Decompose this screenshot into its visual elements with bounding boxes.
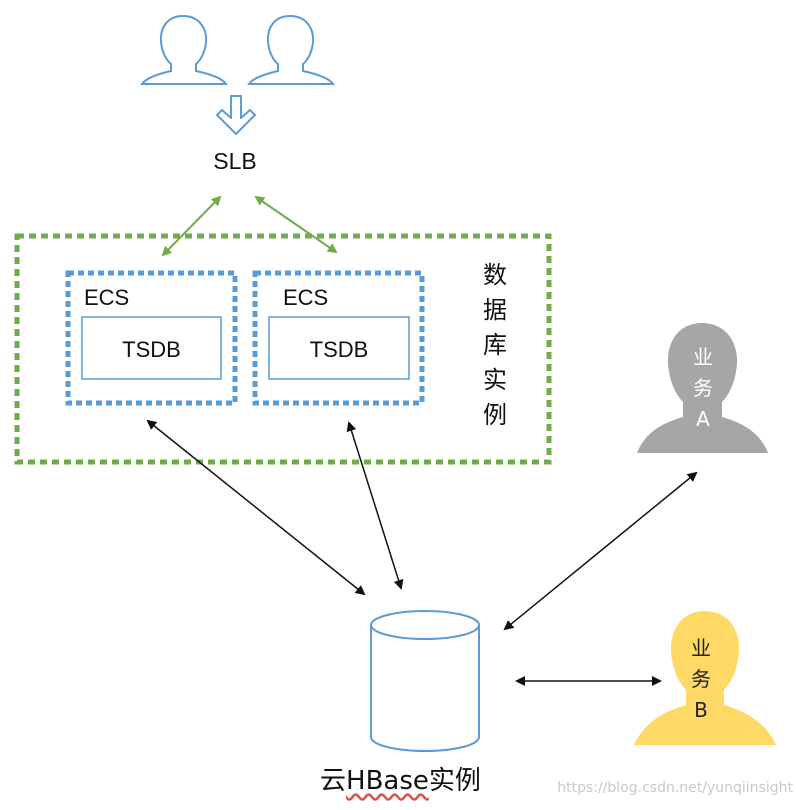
business-b-label: 业 务 B <box>676 633 726 726</box>
ecs-box-1 <box>65 270 238 406</box>
db-instance-label: 数 据 库 实 例 <box>478 258 512 433</box>
business-b-person-icon <box>634 611 776 745</box>
business-b-char: 务 <box>691 667 711 691</box>
business-a-char: 业 <box>693 345 713 369</box>
tsdb-box-2 <box>268 316 410 380</box>
business-b-char: B <box>694 698 708 722</box>
db-instance-char: 库 <box>483 331 507 359</box>
ecs-label-1: ECS <box>84 285 130 310</box>
db-instance-char: 例 <box>483 401 507 429</box>
hbase-prefix: 云 <box>320 766 347 796</box>
hbase-suffix: 实例 <box>428 766 481 796</box>
tsdb-box-1 <box>81 316 222 380</box>
db-instance-char: 实 <box>483 366 507 394</box>
ecs-label-2: ECS <box>283 285 329 310</box>
user-icon-right <box>247 14 335 85</box>
slb-link-right <box>254 195 338 254</box>
hbase-name: HBase <box>346 766 429 796</box>
bizA-hbase-link <box>503 471 698 631</box>
tsdb-label-1: TSDB <box>122 337 181 362</box>
watermark: https://blog.csdn.net/yunqiinsight <box>557 780 793 796</box>
ecs2-hbase-link <box>346 421 404 590</box>
db-instance-char: 数 <box>483 261 507 289</box>
business-a-label: 业 务 A <box>678 342 728 435</box>
down-arrow-icon <box>216 95 256 135</box>
tsdb-label-2: TSDB <box>309 337 369 362</box>
business-a-person-icon <box>637 323 768 453</box>
ecs1-hbase-link <box>146 419 366 596</box>
business-a-char: A <box>696 407 710 431</box>
hbase-instance-label: 云HBase实例 <box>320 760 560 797</box>
business-b-char: 业 <box>691 636 711 660</box>
db-instance-char: 据 <box>483 296 507 324</box>
user-icon-left <box>140 14 228 85</box>
slb-link-left <box>161 195 222 257</box>
slb-label: SLB <box>213 148 257 174</box>
database-cylinder-icon <box>370 610 480 752</box>
business-a-char: 务 <box>693 376 713 400</box>
ecs-box-2 <box>252 270 425 406</box>
